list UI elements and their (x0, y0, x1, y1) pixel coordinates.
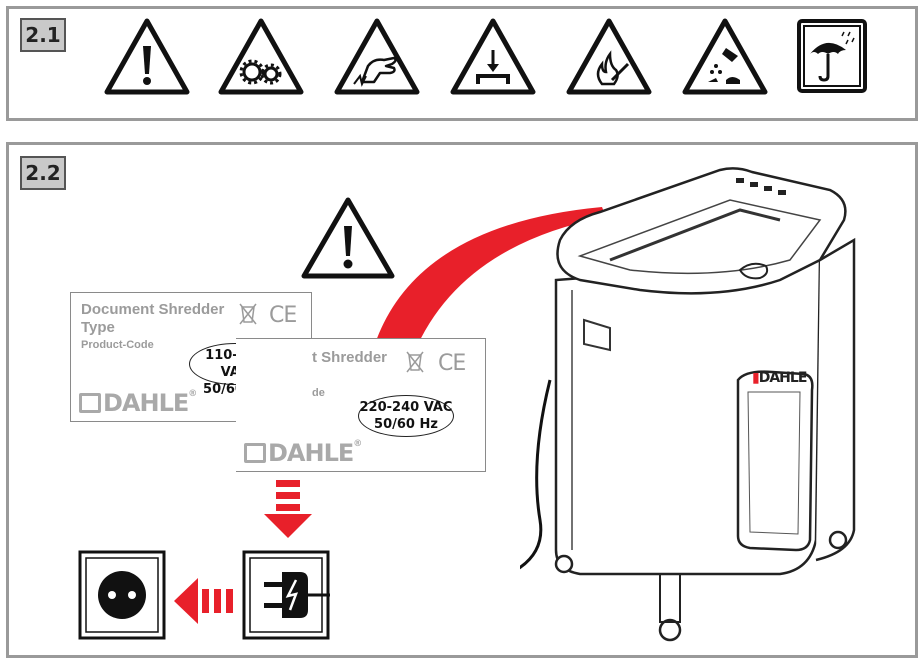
fire-hazard-icon (566, 18, 652, 95)
general-warning-icon (104, 18, 190, 95)
general-warning-icon (301, 197, 395, 279)
label-location-swoosh (372, 207, 606, 353)
rotating-parts-icon (218, 18, 304, 95)
label-title: Document Shredder (81, 301, 225, 318)
shredder-brand-logo: ▮DAHLE (752, 370, 807, 386)
arrow-down-icon (264, 480, 312, 538)
keep-dry-icon (797, 19, 867, 93)
rating-label-230v: t Shredder de CE 220-240 VAC 50/60 Hz DA… (236, 338, 486, 472)
weee-bin-icon (406, 351, 424, 373)
do-not-press-icon (450, 18, 536, 95)
frequency-value: 50/60 Hz (374, 417, 438, 432)
socket-icon (78, 550, 166, 640)
label-brand-logo: DAHLE® (244, 439, 362, 467)
label-code-fragment: de (312, 387, 325, 399)
ce-mark: CE (269, 303, 297, 328)
hand-injury-icon (334, 18, 420, 95)
section-badge-2-2: 2.2 (20, 156, 66, 190)
chemical-hazard-icon (682, 18, 768, 95)
voltage-value: 220-240 VAC (359, 400, 453, 415)
label-brand-logo: DAHLE® (79, 389, 197, 417)
label-type: Type (81, 319, 115, 336)
label-title-fragment: t Shredder (312, 349, 388, 366)
weee-bin-icon (239, 303, 257, 325)
arrow-left-icon (174, 578, 233, 624)
ce-mark: CE (438, 351, 466, 376)
section-badge-2-1: 2.1 (20, 18, 66, 52)
shredder-illustration (520, 167, 856, 642)
plug-icon (242, 550, 330, 640)
label-product-code: Product-Code (81, 339, 154, 351)
voltage-ellipse-230v: 220-240 VAC 50/60 Hz (358, 395, 454, 437)
